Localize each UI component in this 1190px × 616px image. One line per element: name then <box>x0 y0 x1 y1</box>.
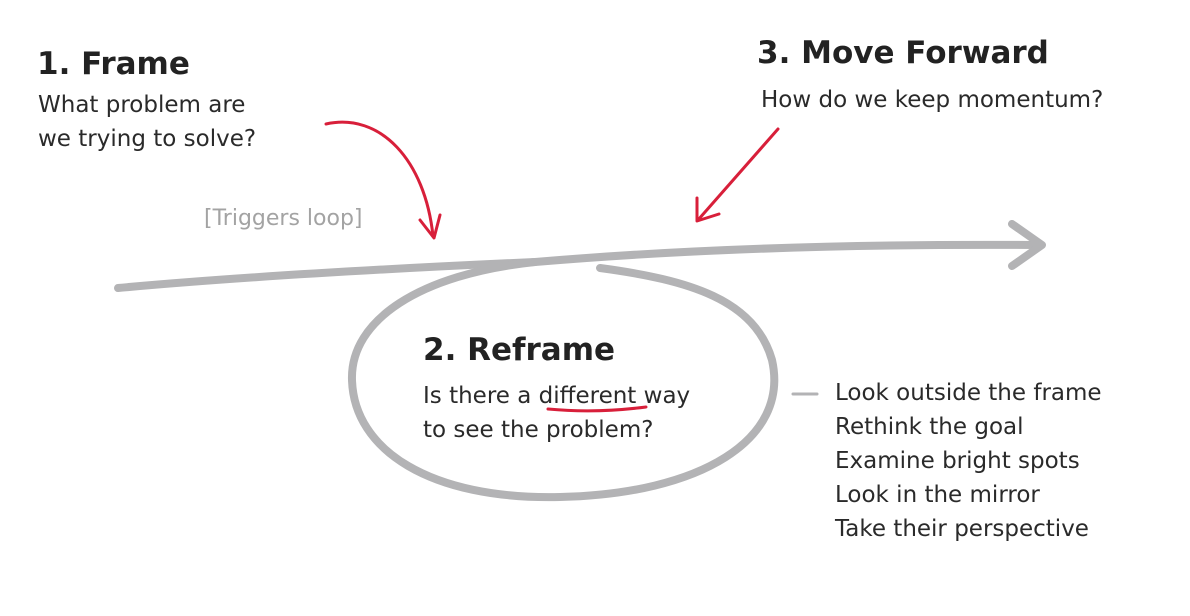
reframe-question: Is there a different way to see the prob… <box>423 379 690 447</box>
strategy-item: Rethink the goal <box>835 414 1024 440</box>
strategy-item: Look in the mirror <box>835 482 1040 508</box>
strategies-list: Look outside the frame Rethink the goal … <box>835 376 1102 546</box>
frame-question-line1: What problem are <box>38 92 246 118</box>
move-forward-red-arrow <box>696 127 780 222</box>
main-path-arrowhead <box>1008 220 1046 270</box>
move-forward-red-arrowhead <box>695 196 721 223</box>
frame-heading: 1. Frame <box>37 46 190 82</box>
strategy-item: Look outside the frame <box>835 380 1102 406</box>
frame-red-arrowhead <box>418 213 442 240</box>
strategy-item: Examine bright spots <box>835 448 1080 474</box>
trigger-label: [Triggers loop] <box>204 206 363 231</box>
reframe-question-line1: Is there a different way <box>423 379 690 413</box>
reframe-loop <box>347 258 779 502</box>
reframe-question-line2: to see the problem? <box>423 417 654 443</box>
reframe-line1-after: way <box>636 383 691 409</box>
reframe-line1-before: Is there a <box>423 383 539 409</box>
frame-red-arrow <box>324 120 435 238</box>
move-forward-heading: 3. Move Forward <box>757 35 1049 71</box>
frame-question: What problem are we trying to solve? <box>38 88 256 156</box>
main-path-right <box>531 240 1042 266</box>
strategy-item: Take their perspective <box>835 516 1089 542</box>
reframe-line1-highlight: different <box>538 383 637 409</box>
different-underline <box>546 405 648 413</box>
frame-question-line2: we trying to solve? <box>38 126 257 152</box>
reframe-heading: 2. Reframe <box>423 332 616 368</box>
move-forward-question: How do we keep momentum? <box>761 87 1104 113</box>
main-path-left <box>114 258 539 292</box>
